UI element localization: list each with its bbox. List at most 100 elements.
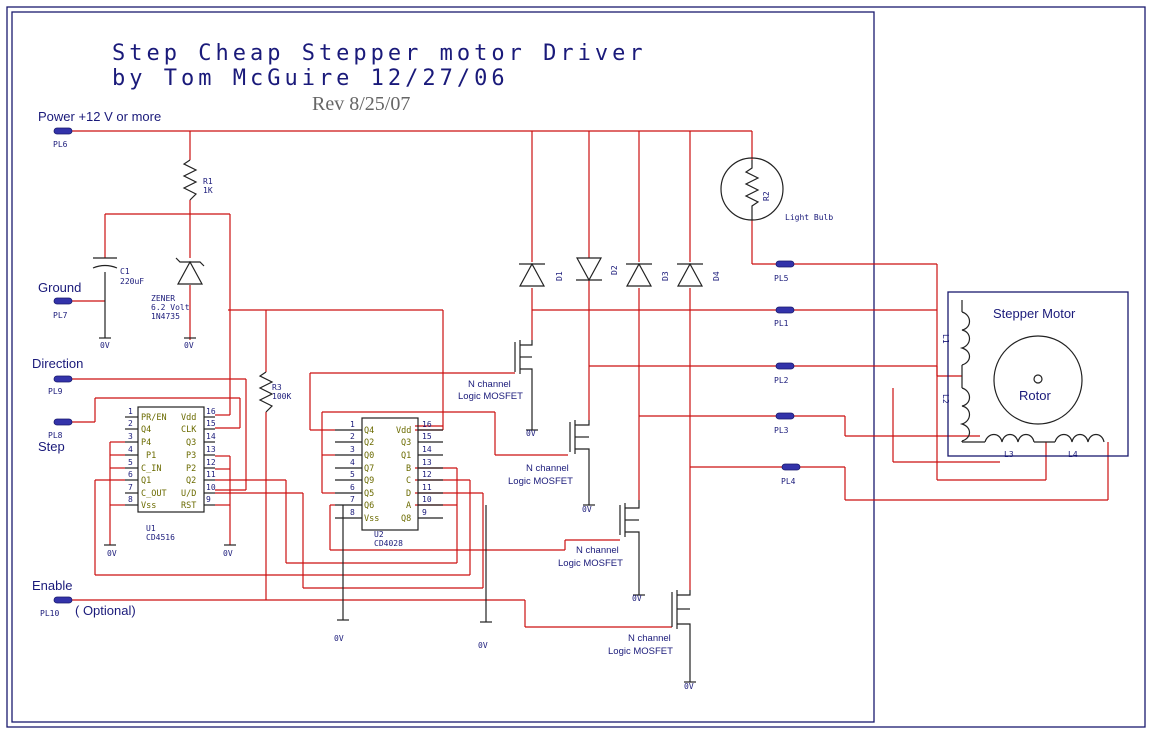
gnd-label-u1b: 0V [223,549,233,558]
pl3-connector[interactable] [775,412,795,420]
u1-pin-name: Q2 [186,476,196,486]
u1-pin: 5 [128,458,133,467]
pl5-connector[interactable] [775,260,795,268]
gnd-label-q3: 0V [632,594,642,603]
u2-pin-name: Vss [364,514,379,524]
zener-volt: 6.2 Volt [151,303,190,312]
u1-part: CD4516 [146,533,175,542]
pl6-connector[interactable] [53,127,73,135]
zener-diode [175,257,205,285]
gnd-label-zener: 0V [184,341,194,350]
r2-name: R2 [762,191,771,201]
u1-pin-name: P2 [186,464,196,474]
d1-label: D1 [555,271,564,281]
c1-name: C1 [120,267,130,276]
u2-name: U2 [374,530,384,539]
u1-pin: 3 [128,432,133,441]
u1-pin: 15 [206,419,216,428]
u2-pin: 16 [422,420,432,429]
u1-pin: 2 [128,419,133,428]
mosfet-q2-line2: Logic MOSFET [508,476,573,487]
c1-capacitor [92,257,118,269]
pl2-connector[interactable] [775,362,795,370]
u1-pin-name: CLK [181,425,197,435]
u2-pin: 13 [422,458,432,467]
l4-label: L4 [1068,450,1078,459]
stepper-motor [947,291,1129,457]
u2-pin: 12 [422,470,432,479]
u1-pin-name: U/D [181,489,196,499]
u1-pin: 14 [206,432,216,441]
u2-pin-name: Q6 [364,501,374,511]
u1-name: U1 [146,524,156,533]
pl9-connector[interactable] [53,375,73,383]
coil-l2 [959,387,971,442]
u1-pin: 6 [128,470,133,479]
u1-pin-name: P1 [146,451,156,461]
mosfet-q1-line1: N channel [468,379,511,390]
mosfet-q2 [569,420,590,505]
u1-pin-name: Q4 [141,425,151,435]
pl10-connector[interactable] [53,596,73,604]
u2-pin-name: Q2 [364,438,374,448]
mosfet-q2-line1: N channel [526,463,569,474]
u2-pin: 14 [422,445,432,454]
u2-pin: 11 [422,483,432,492]
u2-pin-name: B [406,464,411,474]
u1-pin: 11 [206,470,216,479]
pl1-connector[interactable] [775,306,795,314]
title-rev: Rev 8/25/07 [312,93,410,115]
u1-pin-name: PR/EN [141,413,167,423]
u1-pin: 8 [128,495,133,504]
u1-pin: 9 [206,495,211,504]
u1-chip [125,406,215,513]
diode-d2 [575,257,603,282]
u2-pin: 2 [350,432,355,441]
u2-pin: 5 [350,470,355,479]
ground-symbols [99,337,696,683]
d3-label: D3 [661,271,670,281]
u2-pin-name: A [406,501,411,511]
u1-pin: 13 [206,445,216,454]
zener-part: 1N4735 [151,312,180,321]
light-bulb-icon [720,157,784,221]
coil-l4 [1054,433,1105,443]
u2-part: CD4028 [374,539,403,548]
pl4-connector[interactable] [781,463,801,471]
inner-frame [11,11,875,723]
u2-pin: 7 [350,495,355,504]
pl9-label: PL9 [48,387,63,396]
u2-pin: 4 [350,458,355,467]
u2-pin-name: Q0 [364,451,374,461]
d2-label: D2 [610,265,619,275]
u2-pin-names: Q4 Q2 Q0 Q7 Q9 Q5 Q6 Vss Vdd Q3 Q1 B C D… [364,426,411,524]
pl7-connector[interactable] [53,297,73,305]
pl7-label: PL7 [53,311,68,320]
gnd-label-c1: 0V [100,341,110,350]
mosfet-q3 [619,500,640,595]
step-label: Step [38,439,65,454]
rotor-label: Rotor [1019,388,1051,403]
mosfet-q1 [514,340,533,430]
diode-d4 [676,262,704,287]
u1-pin-name: RST [181,501,196,511]
pl8-connector[interactable] [53,418,73,426]
pl4-label: PL4 [781,477,796,486]
u1-pin: 7 [128,483,133,492]
u2-pin: 8 [350,508,355,517]
diode-d1 [518,262,546,287]
u2-pin-name: Q5 [364,489,374,499]
u2-pin: 6 [350,483,355,492]
r1-resistor [182,159,198,201]
u1-pin: 1 [128,407,133,416]
u2-pin: 9 [422,508,427,517]
gnd-label-u2b: 0V [478,641,488,650]
u1-pin-name: P4 [141,438,151,448]
pl1-label: PL1 [774,319,789,328]
u2-pin-name: D [406,489,411,499]
title-line1: Step Cheap Stepper motor Driver [112,41,647,66]
u1-pin: 4 [128,445,133,454]
gnd-label-q4: 0V [684,682,694,691]
outer-frame [6,6,1146,728]
pl3-label: PL3 [774,426,789,435]
